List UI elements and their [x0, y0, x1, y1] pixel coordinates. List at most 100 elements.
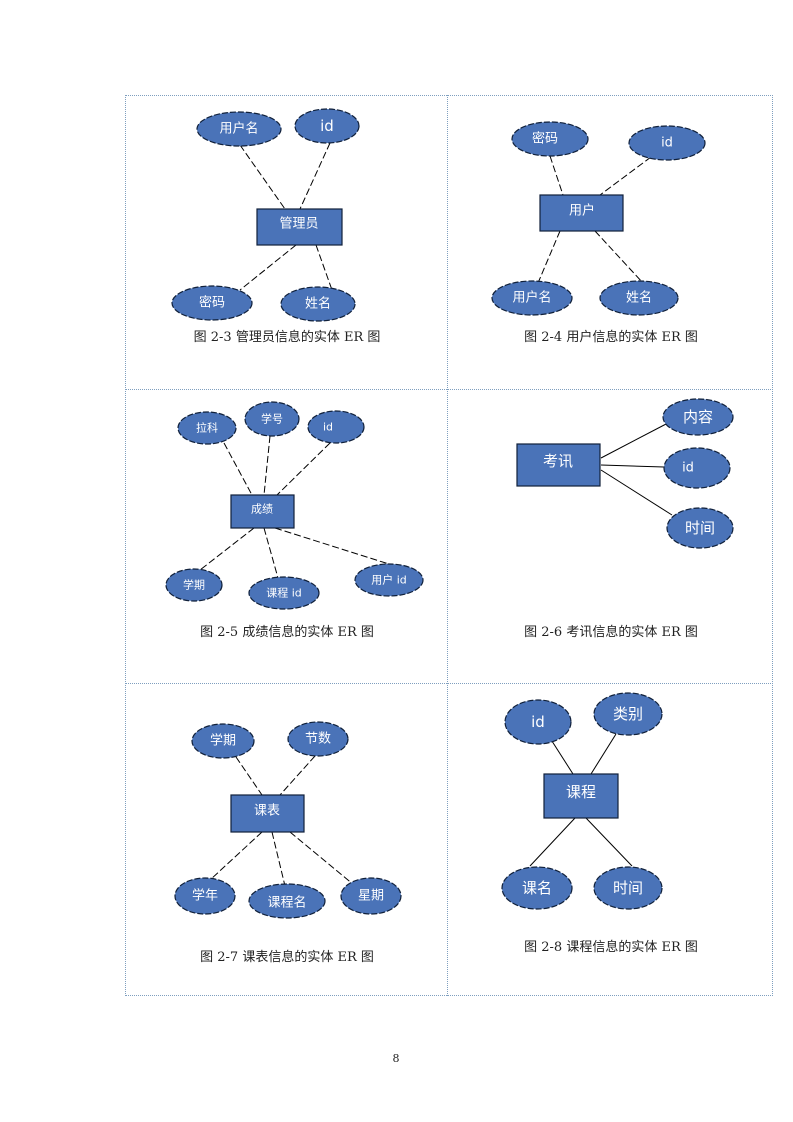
attribute-label: 用户 id [371, 573, 407, 587]
entity-label: 用户 [569, 203, 595, 219]
entity-label: 成绩 [251, 503, 273, 516]
attribute-label: 时间 [613, 879, 643, 897]
attribute-label: 学号 [261, 412, 283, 426]
connector [600, 422, 669, 459]
er-diagram-user: 密码 id 用户 用户名 姓名 [491, 121, 706, 316]
attribute-label: 课程名 [267, 895, 306, 911]
er-diagram-course: id 类别 课程 课名 时间 [501, 692, 663, 910]
attribute-label: id [682, 461, 694, 476]
connector [279, 755, 316, 796]
attribute-label: 课名 [522, 879, 552, 897]
attribute-label: id [531, 713, 545, 731]
attribute-label: 节数 [305, 732, 331, 747]
connector [594, 230, 644, 284]
page-number: 8 [392, 1052, 400, 1065]
figure-caption: 图 2-6 考讯信息的实体 ER 图 [524, 625, 698, 640]
attribute-ellipse [177, 411, 237, 445]
attribute-label: id [323, 421, 333, 434]
connector [209, 831, 263, 881]
er-diagram-admin: 用户名 id 管理员 密码 姓名 [171, 108, 360, 322]
connector [599, 156, 652, 196]
attribute-ellipse [191, 723, 255, 759]
figure-caption: 图 2-8 课程信息的实体 ER 图 [524, 940, 698, 955]
attribute-label: 学期 [210, 733, 236, 749]
attribute-label: 类别 [613, 705, 643, 723]
attribute-label: id [320, 117, 334, 135]
er-diagram-grid [125, 95, 773, 996]
attribute-label: 星期 [358, 889, 384, 904]
connector [549, 155, 564, 196]
grid-row-divider-1 [125, 389, 773, 390]
er-diagram-notice: 考讯 内容 id 时间 [516, 398, 734, 549]
entity-box [256, 208, 343, 246]
attribute-ellipse [307, 410, 365, 444]
attribute-ellipse [491, 280, 573, 316]
connector [549, 737, 574, 775]
connector [585, 817, 633, 867]
attribute-ellipse [662, 398, 734, 436]
connector [235, 756, 263, 796]
connector [537, 230, 561, 284]
grid-vertical-divider [447, 95, 448, 996]
attribute-ellipse [287, 721, 349, 757]
entity-label: 管理员 [279, 217, 318, 232]
attribute-ellipse [174, 877, 236, 915]
entity-label: 考讯 [543, 452, 573, 470]
attribute-ellipse [501, 866, 573, 910]
figure-caption: 图 2-4 用户信息的实体 ER 图 [524, 330, 698, 345]
connector [600, 469, 673, 516]
connector [199, 527, 255, 571]
connector [274, 527, 393, 566]
attribute-ellipse [666, 507, 734, 549]
attribute-ellipse [593, 866, 663, 910]
attribute-label: 密码 [532, 131, 558, 147]
attribute-ellipse [280, 286, 356, 322]
entity-box [230, 794, 305, 833]
connector [276, 442, 331, 496]
attribute-ellipse [354, 563, 424, 597]
connector [263, 527, 279, 579]
attribute-ellipse [171, 285, 253, 321]
attribute-ellipse [196, 111, 282, 147]
connector [315, 244, 333, 291]
attribute-ellipse [248, 576, 320, 610]
attribute-ellipse [593, 692, 663, 736]
connector [289, 831, 355, 886]
connector [271, 831, 286, 887]
attribute-label: 内容 [683, 408, 713, 426]
entity-box [543, 773, 619, 819]
connector [529, 817, 576, 867]
attribute-ellipse [663, 447, 731, 489]
er-diagram-score: 拉科 学号 id 成绩 学期 课程 id 用户 id [165, 401, 424, 610]
entity-box [516, 443, 601, 487]
connector [600, 464, 665, 468]
attribute-label: 用户名 [512, 290, 551, 306]
attribute-label: 姓名 [305, 296, 331, 312]
attribute-label: 课程 id [266, 587, 302, 600]
attribute-label: 拉科 [196, 421, 218, 435]
figure-caption: 图 2-5 成绩信息的实体 ER 图 [200, 625, 374, 640]
grid-row-divider-2 [125, 683, 773, 684]
attribute-label: 用户名 [219, 121, 258, 137]
figure-caption: 图 2-7 课表信息的实体 ER 图 [200, 950, 374, 965]
entity-label: 课表 [254, 804, 280, 819]
entity-label: 课程 [566, 783, 596, 801]
attribute-ellipse [294, 108, 360, 144]
attribute-ellipse [340, 877, 402, 915]
er-diagram-timetable: 学期 节数 课表 学年 课程名 星期 [174, 721, 402, 919]
attribute-label: 时间 [685, 519, 715, 537]
attribute-label: 姓名 [626, 290, 652, 306]
attribute-ellipse [599, 280, 679, 316]
attribute-ellipse [165, 568, 223, 602]
attribute-label: 密码 [199, 295, 225, 311]
attribute-ellipse [504, 699, 572, 745]
attribute-ellipse [628, 125, 706, 161]
connector [299, 142, 331, 210]
entity-box [539, 194, 624, 232]
figure-caption: 图 2-3 管理员信息的实体 ER 图 [193, 330, 381, 345]
connector [239, 144, 286, 210]
connector [590, 733, 617, 775]
attribute-label: 学年 [192, 888, 218, 904]
attribute-label: 学期 [183, 578, 205, 592]
